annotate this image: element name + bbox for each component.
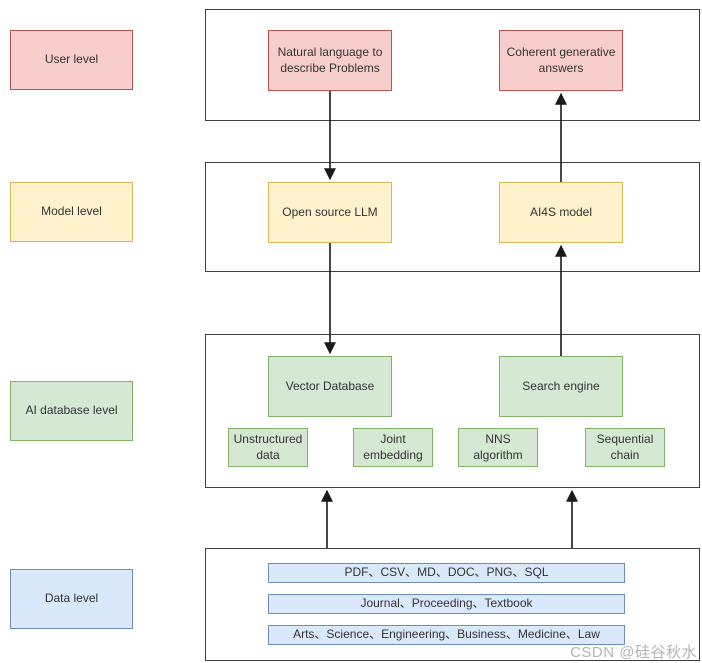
node-vector-database: Vector Database bbox=[268, 356, 392, 417]
level-label-data: Data level bbox=[10, 569, 133, 629]
data-bar-file-formats: PDF、CSV、MD、DOC、PNG、SQL bbox=[268, 563, 625, 583]
subnode-nns-algorithm: NNS algorithm bbox=[458, 428, 538, 467]
data-bar-disciplines: Arts、Science、Engineering、Business、Medici… bbox=[268, 625, 625, 645]
subnode-joint-embedding: Joint embedding bbox=[353, 428, 433, 467]
level-label-model: Model level bbox=[10, 182, 133, 242]
level-label-ai-database: AI database level bbox=[10, 381, 133, 441]
data-bar-publications: Journal、Proceeding、Textbook bbox=[268, 594, 625, 614]
node-natural-language: Natural language to describe Problems bbox=[268, 30, 392, 91]
node-ai4s-model: AI4S model bbox=[499, 182, 623, 243]
node-coherent-answers: Coherent generative answers bbox=[499, 30, 623, 91]
level-label-user: User level bbox=[10, 30, 133, 90]
watermark: CSDN @硅谷秋水 bbox=[570, 644, 697, 661]
node-search-engine: Search engine bbox=[499, 356, 623, 417]
subnode-unstructured-data: Unstructured data bbox=[228, 428, 308, 467]
node-open-source-llm: Open source LLM bbox=[268, 182, 392, 243]
subnode-sequential-chain: Sequential chain bbox=[585, 428, 665, 467]
